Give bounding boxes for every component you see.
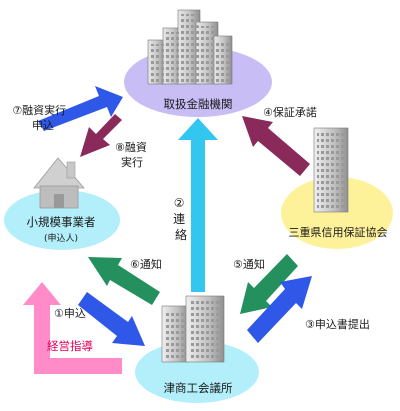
bank-label: 取扱金融機関 <box>164 97 233 111</box>
edge-label-5: ⑤通知 <box>233 257 265 271</box>
house-icon <box>33 157 85 209</box>
arrow-8-loan-execution <box>80 114 122 157</box>
edge-label-6: ⑥通知 <box>130 257 162 271</box>
edge-label-7: ⑦融資実行 申込 <box>12 103 69 132</box>
edge-label-4: ④保証承諾 <box>263 105 317 119</box>
office-building-icon <box>147 9 233 85</box>
arrow-6-notice <box>88 257 160 305</box>
edge-label-8: ⑧融資 実行 <box>115 141 150 169</box>
edge-label-3: ③申込書提出 <box>305 317 370 331</box>
guidance-label: 経営指導 <box>47 339 93 353</box>
arrow-4-guarantee-approval <box>242 116 310 176</box>
office-building-icon <box>161 295 225 363</box>
arrow-7-loan-request <box>38 86 123 131</box>
arrow-3-submit-application <box>247 276 312 343</box>
arrow-2-contact <box>178 118 218 292</box>
edge-label-2: ② 連 絡 <box>173 196 189 242</box>
edge-label-1: ①申込 <box>54 307 86 320</box>
office-building-icon <box>313 127 349 213</box>
arrow-5-notice <box>240 254 298 314</box>
chamber-label: 津商工会議所 <box>164 381 233 395</box>
guidance-arrow <box>23 282 122 374</box>
business-node <box>4 190 120 250</box>
guarantee-label: 三重県信用保証協会 <box>289 225 388 239</box>
business-sublabel: (申込人) <box>44 232 78 244</box>
guarantee-node <box>281 177 393 249</box>
arrow-1-application <box>78 292 145 346</box>
business-label: 小規模事業者 <box>27 215 96 229</box>
